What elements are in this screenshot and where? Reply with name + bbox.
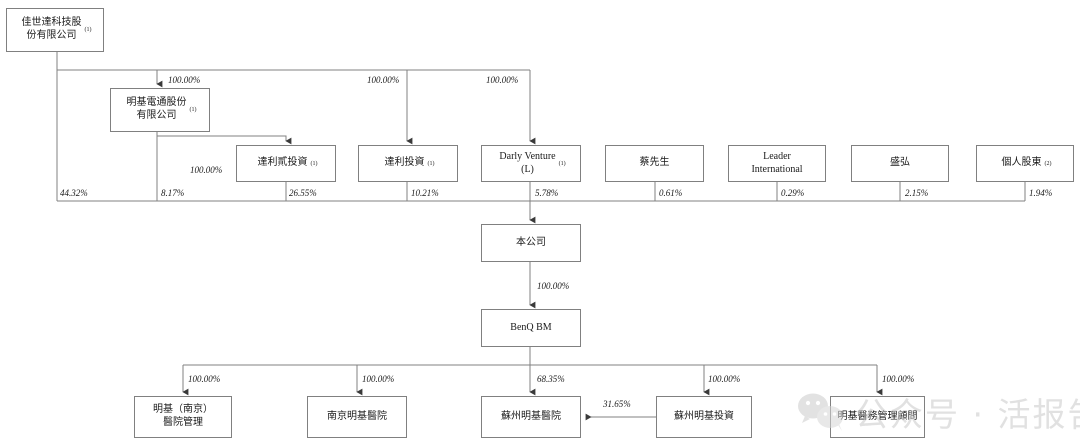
node-label: Darly Venture (L) — [499, 150, 556, 175]
node-box: BenQ BM — [481, 309, 581, 347]
edge-percentage-label: 100.00% — [190, 165, 223, 175]
edge-percentage-label: 0.61% — [659, 188, 683, 198]
edge-percentage-label: 100.00% — [188, 374, 221, 384]
node-box: 明基（南京） 醫院管理 — [134, 396, 232, 438]
node-label: 達利貳投資 — [257, 157, 308, 169]
node-label: BenQ BM — [510, 321, 552, 333]
edge-percentage-label: 26.55% — [289, 188, 317, 198]
edge-percentage-label: 100.00% — [708, 374, 741, 384]
edge-percentage-label: 0.29% — [781, 188, 805, 198]
node-box: 蔡先生 — [605, 145, 704, 182]
node-box: 明基醫務管理顧問 — [830, 396, 925, 438]
node-box: 盛弘 — [851, 145, 949, 182]
node-label: 個人股東 — [1001, 157, 1042, 169]
edge-n2-to-n3 — [157, 135, 292, 145]
node-box: 明基電通股份 有限公司(1) — [110, 88, 210, 132]
node-box: 達利投資(1) — [358, 145, 458, 182]
node-box: Leader International — [728, 145, 826, 182]
node-box: 南京明基醫院 — [307, 396, 407, 438]
node-box: 本公司 — [481, 224, 581, 262]
node-label: 明基（南京） 醫院管理 — [153, 404, 213, 428]
node-label: 蘇州明基投資 — [674, 410, 734, 422]
node-label: 南京明基醫院 — [327, 410, 387, 422]
edge-percentage-label: 100.00% — [486, 75, 519, 85]
node-label: 蘇州明基醫院 — [501, 410, 561, 422]
edge-percentage-label: 10.21% — [411, 188, 439, 198]
node-label: 本公司 — [516, 236, 546, 248]
edge-percentage-label: 44.32% — [60, 188, 88, 198]
node-label: 達利投資 — [384, 157, 425, 169]
node-label: 明基電通股份 有限公司 — [126, 97, 187, 121]
edge-percentage-label: 100.00% — [537, 281, 570, 291]
node-label: 明基醫務管理顧問 — [837, 410, 918, 422]
node-box: Darly Venture (L)(1) — [481, 145, 581, 182]
node-box: 達利貳投資(1) — [236, 145, 336, 182]
node-label: 蔡先生 — [639, 157, 670, 169]
node-label: 盛弘 — [890, 157, 910, 169]
edge-percentage-label: 2.15% — [905, 188, 929, 198]
node-box: 佳世達科技股 份有限公司(1) — [6, 8, 104, 52]
edge-percentage-label: 100.00% — [362, 374, 395, 384]
edge-percentage-label: 100.00% — [882, 374, 915, 384]
edge-percentage-label: 1.94% — [1029, 188, 1053, 198]
node-label: 佳世達科技股 份有限公司 — [21, 17, 82, 41]
node-label: Leader International — [751, 150, 803, 175]
edge-percentage-label: 100.00% — [168, 75, 201, 85]
edge-percentage-label: 8.17% — [161, 188, 185, 198]
node-box: 個人股東(2) — [976, 145, 1074, 182]
node-box: 蘇州明基投資 — [656, 396, 752, 438]
edge-percentage-label: 5.78% — [535, 188, 559, 198]
edge-percentage-label: 68.35% — [537, 374, 565, 384]
edge-percentage-label: 100.00% — [367, 75, 400, 85]
edge-percentage-label: 31.65% — [603, 399, 631, 409]
node-box: 蘇州明基醫院 — [481, 396, 581, 438]
